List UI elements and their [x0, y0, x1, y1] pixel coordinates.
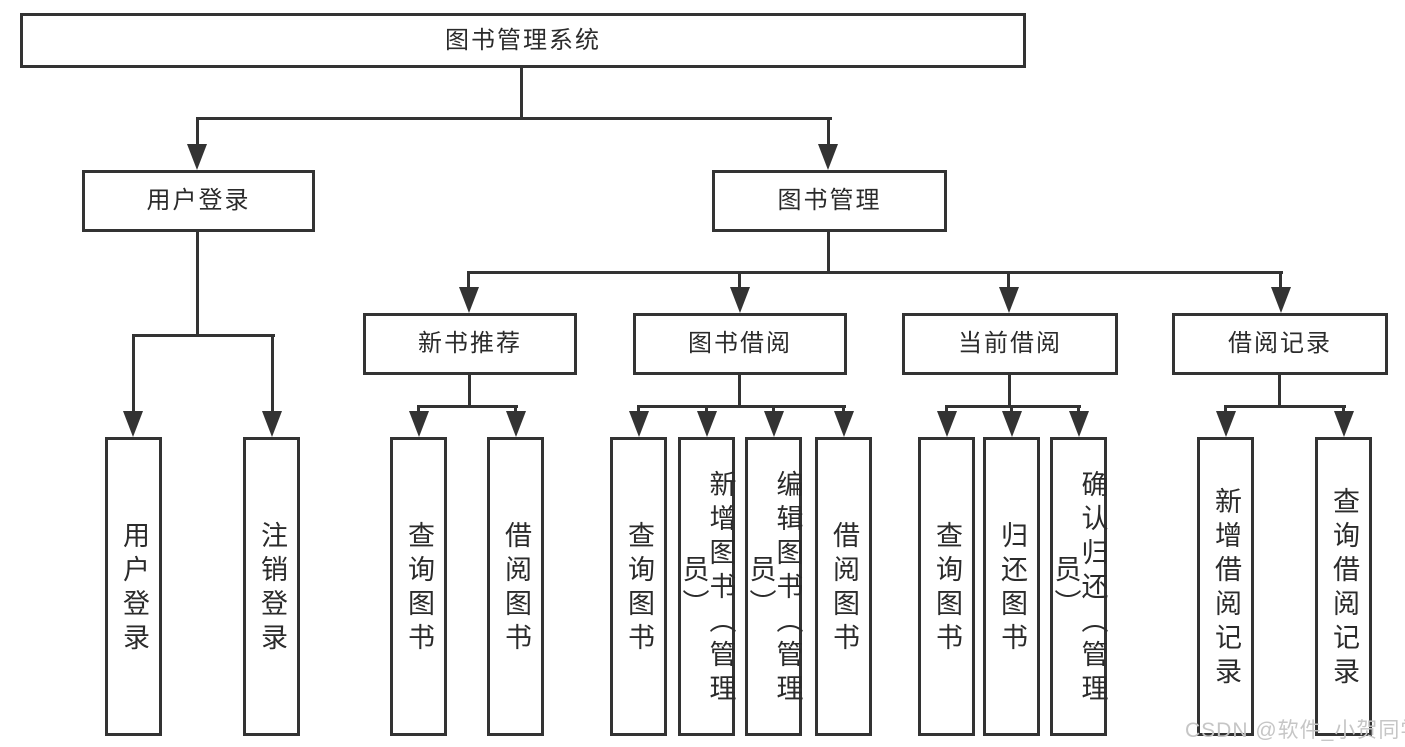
connector-line [1224, 405, 1227, 413]
connector-line [271, 334, 274, 412]
connector-line [637, 405, 846, 408]
leaf-query-book-borrow: 查询图书 [610, 437, 667, 736]
node-book-management: 图书管理 [712, 170, 947, 232]
leaf-confirm-return-admin: 确认归还（管理员） [1050, 437, 1108, 736]
leaf-edit-book-admin: 编辑图书（管理员） [745, 437, 803, 736]
connector-line [467, 271, 1283, 274]
connector-line [945, 405, 1081, 408]
leaf-logout: 注销登录 [243, 437, 300, 736]
node-user-login: 用户登录 [82, 170, 315, 232]
node-current-borrow: 当前借阅 [902, 313, 1118, 375]
arrow-down-icon [937, 411, 957, 437]
leaf-add-book-admin: 新增图书（管理员） [678, 437, 736, 736]
connector-line [1077, 405, 1080, 413]
arrow-down-icon [187, 144, 207, 170]
connector-line [467, 271, 470, 289]
connector-line [417, 405, 420, 413]
arrow-down-icon [409, 411, 429, 437]
arrow-down-icon [730, 287, 750, 313]
connector-line [637, 405, 640, 413]
connector-line [196, 117, 832, 120]
leaf-user-login: 用户登录 [105, 437, 162, 736]
arrow-down-icon [1002, 411, 1022, 437]
connector-line [705, 405, 708, 413]
leaf-add-borrow-record: 新增借阅记录 [1197, 437, 1254, 736]
connector-line [1008, 375, 1011, 408]
connector-line [1278, 375, 1281, 408]
leaf-query-borrow-record: 查询借阅记录 [1315, 437, 1372, 736]
arrow-down-icon [1216, 411, 1236, 437]
connector-line [1010, 405, 1013, 413]
leaf-borrow-book: 借阅图书 [815, 437, 872, 736]
connector-line [132, 334, 275, 337]
connector-line [520, 68, 523, 118]
arrow-down-icon [999, 287, 1019, 313]
connector-line [514, 405, 517, 413]
connector-line [196, 117, 199, 145]
connector-line [196, 232, 199, 336]
node-borrow-records: 借阅记录 [1172, 313, 1388, 375]
node-new-book-recommend: 新书推荐 [363, 313, 577, 375]
arrow-down-icon [262, 411, 282, 437]
connector-line [945, 405, 948, 413]
connector-line [842, 405, 845, 413]
connector-line [827, 117, 830, 145]
connector-line [738, 375, 741, 408]
leaf-query-book-recommend: 查询图书 [390, 437, 447, 736]
connector-line [1224, 405, 1346, 408]
arrow-down-icon [1334, 411, 1354, 437]
arrow-down-icon [123, 411, 143, 437]
leaf-query-book-current: 查询图书 [918, 437, 975, 736]
connector-line [1342, 405, 1345, 413]
connector-line [1007, 271, 1010, 289]
watermark: CSDN @软件_小贺同学 [1185, 719, 1405, 742]
arrow-down-icon [506, 411, 526, 437]
connector-line [417, 405, 518, 408]
arrow-down-icon [1069, 411, 1089, 437]
arrow-down-icon [1271, 287, 1291, 313]
arrow-down-icon [629, 411, 649, 437]
connector-line [132, 334, 135, 412]
arrow-down-icon [697, 411, 717, 437]
arrow-down-icon [818, 144, 838, 170]
node-root: 图书管理系统 [20, 13, 1026, 68]
connector-line [738, 271, 741, 289]
leaf-return-book: 归还图书 [983, 437, 1040, 736]
arrow-down-icon [764, 411, 784, 437]
connector-line [1279, 271, 1282, 289]
connector-line [827, 232, 830, 274]
connector-line [772, 405, 775, 413]
arrow-down-icon [834, 411, 854, 437]
arrow-down-icon [459, 287, 479, 313]
leaf-borrow-book-recommend: 借阅图书 [487, 437, 544, 736]
connector-line [468, 375, 471, 408]
node-book-borrow: 图书借阅 [633, 313, 847, 375]
